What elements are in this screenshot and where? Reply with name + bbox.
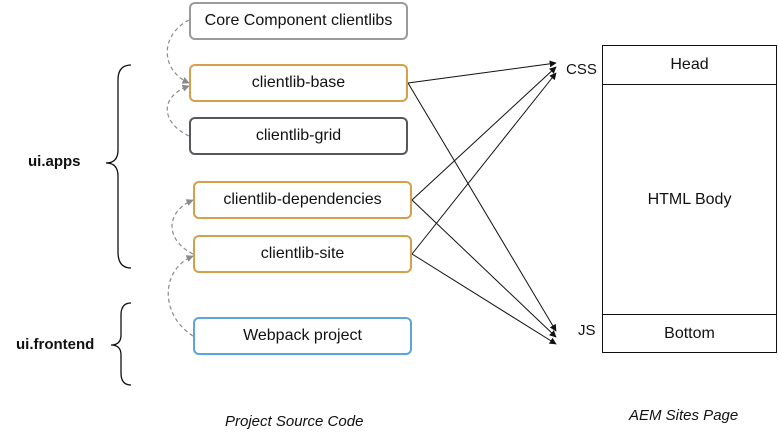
arrow-site-to-js (411, 253, 557, 345)
clientlib-grid-box: clientlib-grid (189, 117, 408, 155)
page-body-label: HTML Body (647, 190, 732, 208)
aem-sites-page-caption: AEM Sites Page (629, 407, 739, 424)
page-bottom-label: Bottom (664, 324, 715, 342)
arrow-site-to-css (411, 72, 557, 255)
dashed-arrow-core-to-base (166, 19, 190, 84)
page-body-section: HTML Body (603, 85, 776, 314)
project-source-caption: Project Source Code (225, 413, 364, 430)
clientlib-site-box: clientlib-site (193, 235, 412, 273)
ui-apps-label: ui.apps (28, 153, 81, 170)
dashed-arrow-grid-to-base (166, 84, 190, 137)
clientlib-dependencies-box: clientlib-dependencies (193, 181, 412, 219)
dashed-arrow-site-to-dependencies (171, 199, 194, 255)
webpack-project-label: Webpack project (243, 327, 362, 344)
arrow-dependencies-to-css (411, 66, 557, 201)
ui-frontend-brace (110, 302, 132, 386)
arrow-dependencies-to-js (411, 199, 557, 338)
webpack-project-box: Webpack project (193, 317, 412, 355)
core-component-clientlibs-label: Core Component clientlibs (204, 12, 393, 29)
core-component-clientlibs-box: Core Component clientlibs (189, 2, 408, 40)
css-label: CSS (566, 61, 597, 78)
clientlib-dependencies-label: clientlib-dependencies (223, 191, 382, 208)
arrow-base-to-js (407, 82, 557, 332)
clientlib-grid-label: clientlib-grid (255, 127, 342, 144)
arrow-base-to-css (407, 60, 557, 84)
page-bottom-section: Bottom (603, 314, 776, 352)
page-head-section: Head (603, 46, 776, 85)
ui-frontend-label: ui.frontend (16, 336, 95, 353)
ui-apps-brace (105, 64, 132, 269)
js-label: JS (578, 322, 596, 339)
dashed-arrow-webpack-to-site (167, 255, 194, 337)
aem-sites-page: Head HTML Body Bottom (602, 45, 777, 353)
clientlib-base-box: clientlib-base (189, 64, 408, 102)
clientlib-site-label: clientlib-site (260, 245, 345, 262)
clientlib-base-label: clientlib-base (251, 74, 346, 91)
page-head-label: Head (670, 56, 709, 73)
